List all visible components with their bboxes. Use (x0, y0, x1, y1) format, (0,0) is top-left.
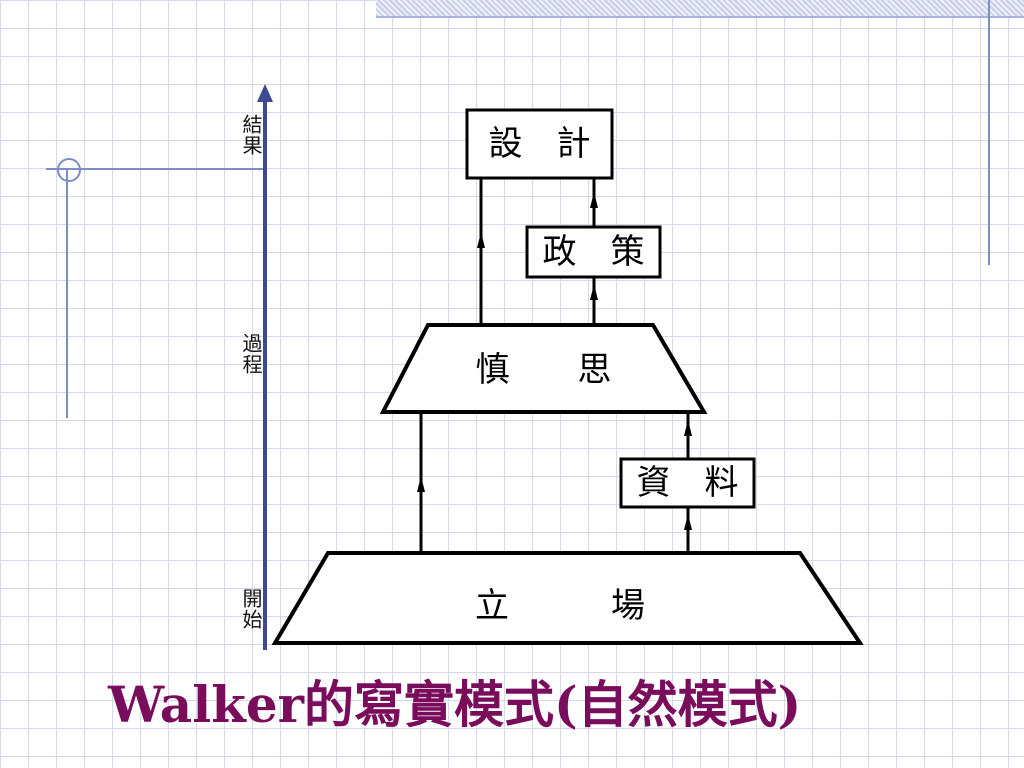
platform-label: 立 場 (475, 586, 645, 626)
arrowhead-data-deliberation (684, 420, 692, 436)
slide-title: Walker的寫實模式(自然模式) (108, 675, 802, 734)
decor-line-horizontal (46, 168, 264, 170)
axis-label-process: 過程 (239, 333, 263, 375)
platform-shape (271, 551, 864, 645)
data-box (619, 457, 756, 509)
decor-line-right (988, 0, 990, 265)
arrowhead-platform-deliberation (417, 476, 425, 492)
arrowhead-platform-data (684, 514, 692, 530)
decor-circle (57, 158, 81, 182)
axis-label-result: 結果 (239, 114, 263, 156)
design-box (465, 108, 614, 180)
design-label: 設 計 (488, 124, 591, 164)
arrowhead-deliberation-policy (590, 284, 598, 300)
deliberation-label: 慎 思 (475, 350, 612, 390)
progress-axis-arrowhead (257, 84, 273, 102)
arrowhead-deliberation-design (477, 232, 485, 248)
axis-label-start: 開始 (239, 588, 263, 630)
policy-label: 政 策 (542, 232, 645, 272)
decor-line-vertical (66, 168, 68, 418)
top-decor-band (376, 0, 1024, 18)
deliberation-shape (379, 323, 708, 414)
arrowhead-policy-design (590, 192, 598, 208)
data-label: 資 料 (636, 463, 739, 503)
